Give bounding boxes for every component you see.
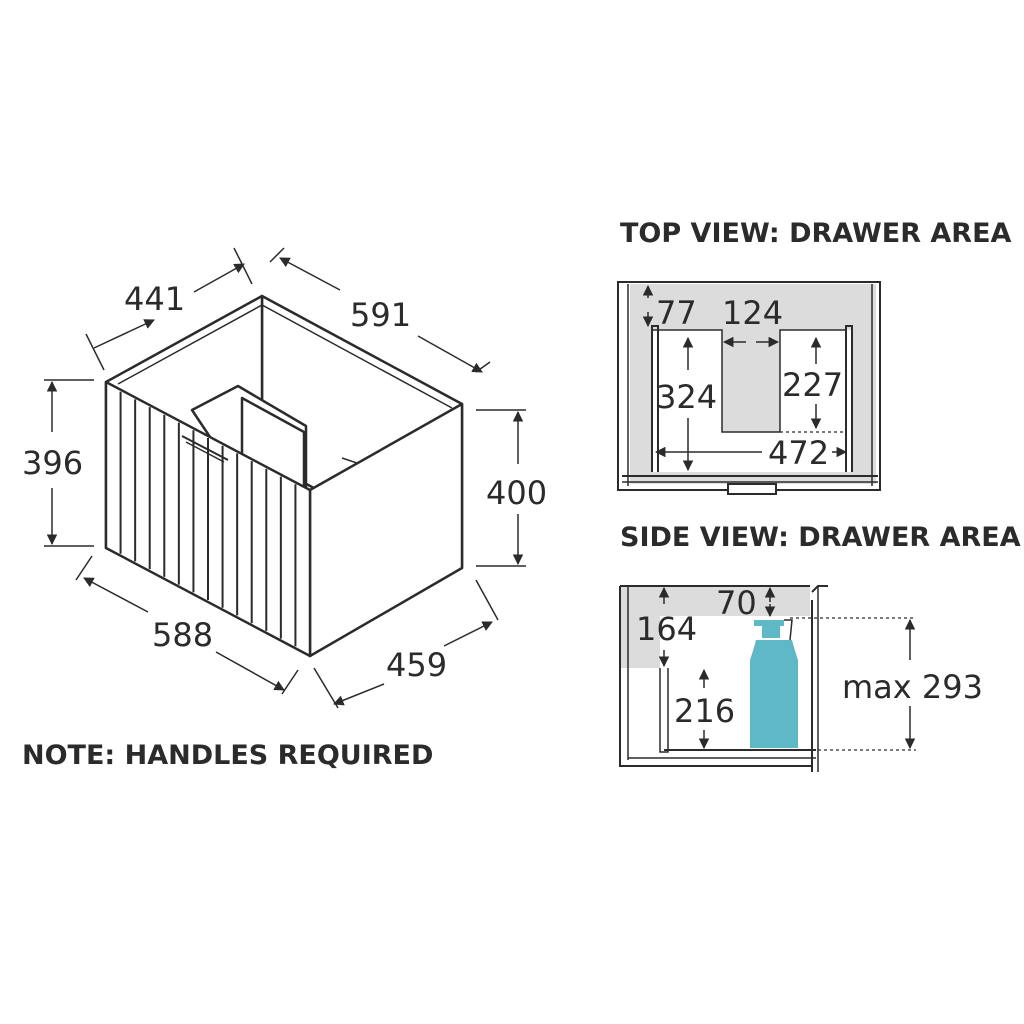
dim-591: 591 [350,296,411,334]
top-view-drawing: 77 124 324 227 472 [617,281,881,495]
dim-459: 459 [386,646,447,684]
dim-588: 588 [152,616,213,654]
top-dim-324: 324 [656,378,717,416]
top-view-title: TOP VIEW: DRAWER AREA [620,218,1012,249]
dim-396: 396 [22,444,83,482]
top-dim-77: 77 [656,294,697,332]
top-dim-124: 124 [722,294,783,332]
side-dim-216: 216 [674,692,735,730]
soap-bottle-icon [750,619,798,748]
top-dim-227: 227 [782,366,843,404]
top-dim-472: 472 [768,434,829,472]
side-view-drawing: 70 164 216 max 293 [619,584,983,772]
cabinet-dimensions: 441 591 396 400 588 459 [22,247,547,709]
drawer-handle [181,435,229,461]
side-dim-70: 70 [716,584,757,622]
cabinet-drawing [104,294,464,658]
cabinet-top-rim [105,294,463,405]
side-view-title: SIDE VIEW: DRAWER AREA [620,522,1021,553]
side-dim-164: 164 [636,610,697,648]
front-flutes [119,391,297,647]
dim-400: 400 [486,474,547,512]
side-dim-max-293: max 293 [842,668,983,706]
note-handles-required: NOTE: HANDLES REQUIRED [22,740,433,771]
dim-441: 441 [124,280,185,318]
